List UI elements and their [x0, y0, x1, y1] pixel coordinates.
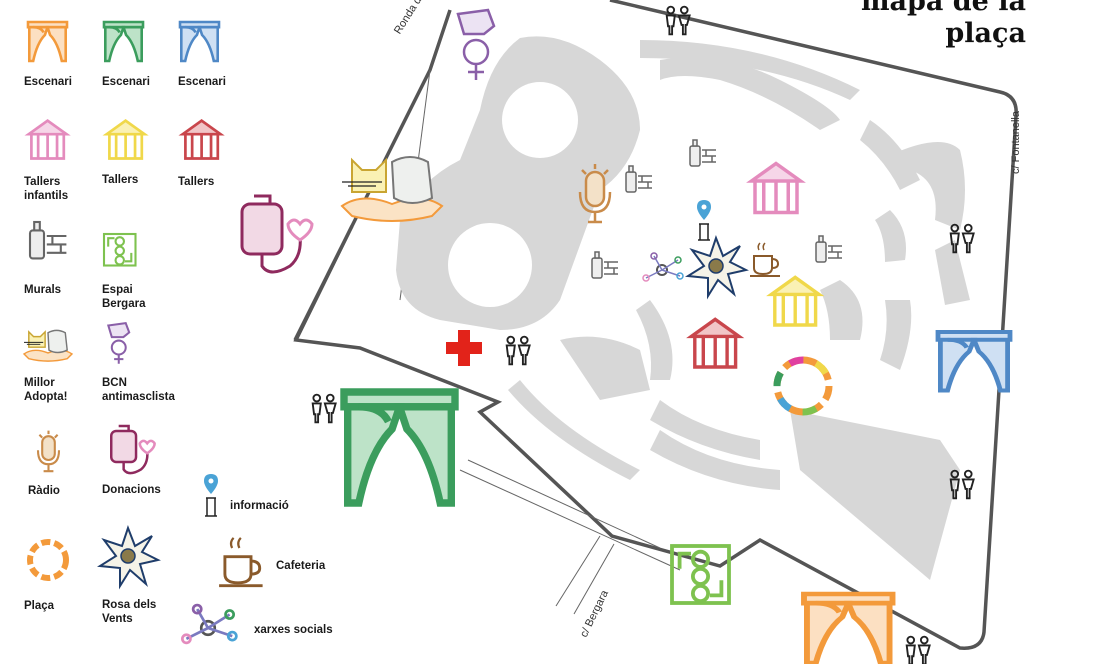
legend-label-informacio: informació	[230, 500, 289, 512]
legend-label-tallers-red: Tallers	[178, 176, 215, 188]
legend-escenari-orange-icon	[26, 20, 69, 63]
map-rosa-vents-icon	[684, 235, 749, 300]
map-title: mapa de la plaça	[860, 0, 1026, 49]
legend-tallers-yellow-icon	[105, 119, 146, 160]
map-stage-blue-icon	[938, 332, 1010, 391]
map-donacions-icon	[240, 194, 314, 274]
map-wc-icon-stage	[311, 393, 337, 424]
legend-label-espai-bergara: Espai Bergara	[102, 284, 146, 310]
street-fontanella: c/ Fontanella	[1010, 111, 1022, 174]
legend-espai-bergara-icon	[102, 232, 137, 267]
map-murals-icon-2	[625, 165, 653, 193]
map-placa-icon	[773, 356, 833, 416]
map-xarxes-socials-icon	[642, 252, 684, 282]
legend-label-cafeteria: Cafeteria	[276, 560, 326, 572]
legend-murals-icon	[28, 220, 68, 260]
map-wc-icon-left	[505, 335, 531, 366]
map-wc-icon-top	[665, 5, 691, 36]
legend-informacio-icon	[204, 474, 218, 517]
legend-tallers-infantils-icon	[27, 119, 68, 160]
map-antimasclista-icon	[456, 8, 496, 80]
map-murals-icon-3	[591, 251, 619, 279]
legend-label-xarxes-socials: xarxes socials	[254, 624, 333, 636]
legend-label-escenari-orange: Escenari	[24, 76, 72, 88]
legend-radio-icon	[36, 430, 61, 473]
map-murals-icon-4	[815, 235, 843, 263]
legend-label-tallers-yellow: Tallers	[102, 174, 139, 186]
map-info-icon	[697, 200, 711, 241]
legend-label-donacions: Donacions	[102, 484, 161, 496]
map-cafeteria-icon	[750, 242, 780, 277]
legend-xarxes-socials-icon	[180, 603, 238, 645]
map-wc-icon-bottom	[905, 635, 931, 664]
plaza-outline	[293, 0, 1018, 650]
map-stage-orange-icon	[804, 594, 893, 663]
map-millor-adopta-icon	[340, 156, 444, 222]
legend-label-escenari-green: Escenari	[102, 76, 150, 88]
legend-label-murals: Murals	[24, 284, 62, 296]
legend-label-bcn-antimasclista: BCN antimasclista	[102, 377, 175, 403]
map-radio-icon	[578, 164, 612, 224]
legend-placa-icon	[27, 539, 69, 581]
map-first-aid-icon	[446, 330, 482, 366]
map-wc-icon-right-1	[949, 223, 975, 254]
legend-donacions-icon	[110, 424, 156, 475]
legend-label-rosa-vents: Rosa dels Vents	[102, 599, 157, 625]
legend-label-millor-adopta: Millor Adopta!	[24, 377, 68, 403]
legend-tallers-red-icon	[181, 119, 222, 160]
legend-millor-adopta-icon	[22, 329, 74, 362]
legend-escenari-blue-icon	[178, 20, 221, 63]
map-tent-yellow-icon	[769, 275, 821, 327]
map-murals-icon-1	[689, 139, 717, 167]
legend-label-tallers-infantils: Tallers infantils	[24, 176, 69, 202]
map-espai-bergara-icon	[670, 544, 731, 605]
legend-label-placa: Plaça	[24, 600, 55, 612]
map-stage-green-icon	[344, 392, 455, 503]
legend-antimasclista-icon	[107, 322, 131, 364]
legend-rosa-vents-icon	[96, 525, 161, 590]
plaza-pavement	[396, 36, 970, 580]
legend-label-escenari-blue: Escenari	[178, 76, 226, 88]
legend-escenari-green-icon	[102, 20, 145, 63]
legend-cafeteria-icon	[219, 537, 263, 588]
legend-label-radio: Ràdio	[28, 485, 60, 497]
map-tent-pink-icon	[749, 161, 803, 215]
map-tent-red-icon	[689, 317, 741, 369]
